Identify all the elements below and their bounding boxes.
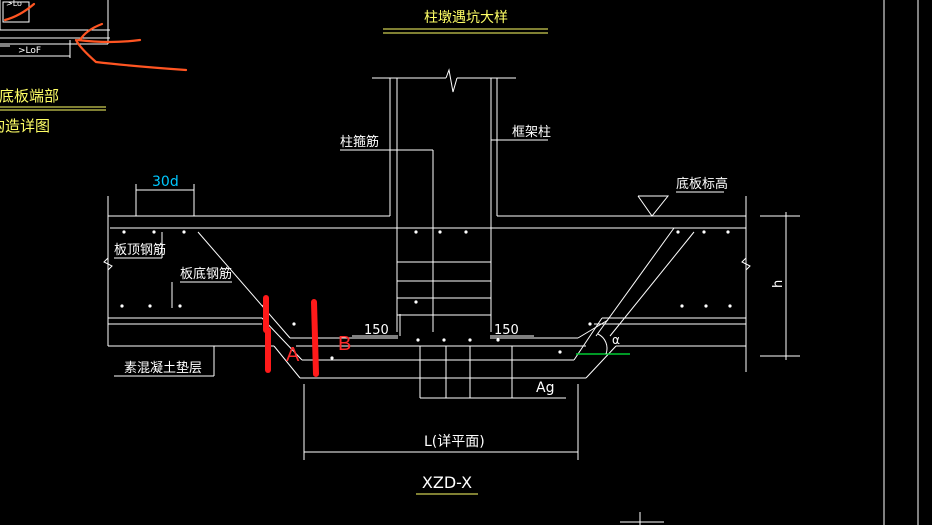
slab-top-rebar-label: 板顶钢筋 [114, 242, 166, 258]
dimension-lines [135, 184, 800, 460]
bottom-slab [103, 196, 751, 399]
length-dimension: L(详平面) [424, 434, 485, 450]
anchor-dimension: 30d [152, 174, 179, 190]
rebar-dots [120, 230, 732, 360]
detail-id-label: XZD-X [422, 473, 472, 492]
pit-rebar-label: Ag [536, 380, 554, 396]
markup-label-b: B [338, 333, 351, 355]
right-150-dimension: 150 [494, 323, 519, 338]
left-150-dimension: 150 [364, 323, 389, 338]
height-dimension: h [771, 280, 786, 288]
markup-label-a: A [286, 344, 300, 366]
frame-column [372, 68, 516, 332]
orange-sketch-marks [3, 2, 188, 72]
frame-column-label: 框架柱 [512, 125, 551, 140]
column-stirrup-label: 柱箍筋 [340, 134, 379, 150]
slab-bottom-rebar-label: 板底钢筋 [180, 266, 232, 282]
slab-elevation-label: 底板标高 [676, 176, 728, 192]
red-markup [263, 295, 319, 377]
partial-title-line1: 底板端部 [0, 87, 59, 105]
partial-detail-top-left: >Lo >LoF 底板端部 构造详图 [0, 0, 110, 135]
partial-title-line2: 构造详图 [0, 117, 50, 135]
slope-angle-label: α [612, 333, 620, 347]
lof-label: >LoF [18, 46, 41, 56]
top-tag-label: >Lo [6, 0, 22, 8]
drawing-title: 柱墩遇坑大样 [424, 10, 508, 26]
leader-lines [114, 139, 724, 377]
concrete-cushion-label: 素混凝土垫层 [124, 360, 202, 376]
